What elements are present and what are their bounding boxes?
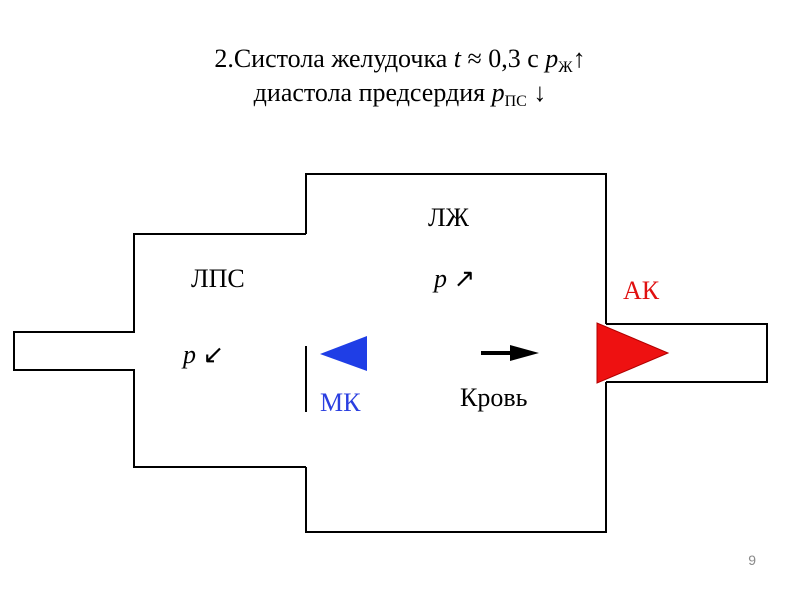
blood-label: Кровь [460,383,528,412]
aortic-valve-icon [596,322,670,384]
title-line-1-mid: ≈ 0,3 с [460,44,546,73]
atrium-pressure-indicator: p ↙ [183,341,224,369]
title-line-2: диастола предсердия pПС ↓ [0,78,800,117]
aorta-outlet [606,323,768,383]
ventricle-pressure-subscript: Ж [558,59,573,76]
up-arrow-icon: ↑ [572,44,586,73]
ventricle-pressure-label: p [434,264,447,293]
atrium-pressure-subscript: ПС [504,93,527,110]
pressure-down-arrow-icon: ↙ [202,340,225,369]
atrium-pressure-label: p [183,340,196,369]
down-arrow-icon: ↓ [526,78,547,107]
left-ventricle-chamber [305,173,607,533]
ventricle-pressure-symbol: p [545,44,559,73]
time-symbol: t [453,44,461,73]
mitral-valve-label: МК [320,388,361,417]
left-atrium-chamber [13,233,306,468]
page-number: 9 [748,552,756,568]
title-line-1-prefix: 2.Систола желудочка [214,44,454,73]
atrium-pressure-symbol: p [491,78,505,107]
left-ventricle-label: ЛЖ [428,203,469,232]
aortic-valve-label: АК [623,276,660,305]
left-atrium-label: ЛПС [191,264,245,293]
mitral-valve-icon [320,336,367,371]
title-line-2-prefix: диастола предсердия [253,78,492,107]
ventricle-pressure-indicator: p ↗ [434,265,475,293]
blood-flow-arrow-icon [481,345,539,361]
title-line-1: 2.Систола желудочка t ≈ 0,3 с pЖ↑ [0,44,800,83]
pressure-up-arrow-icon: ↗ [453,264,476,293]
